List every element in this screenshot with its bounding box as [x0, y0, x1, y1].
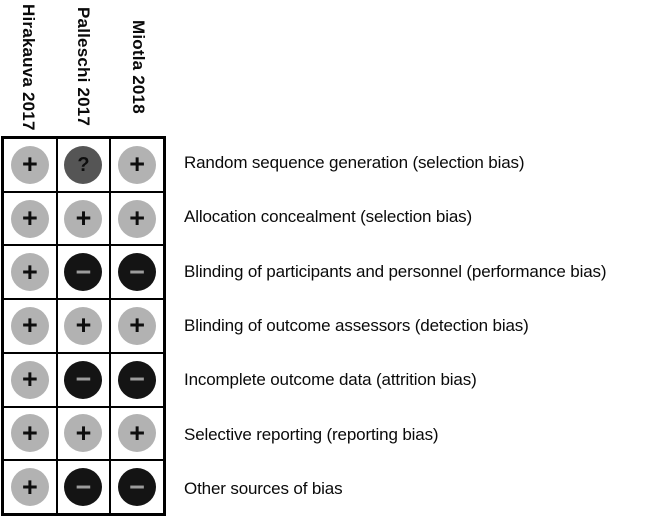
study-name: Hirakauva 2017 — [19, 3, 38, 131]
domain-label: Allocation concealment (selection bias) — [184, 207, 473, 227]
judgement-cell: − — [111, 461, 163, 513]
plus-symbol: + — [75, 417, 92, 448]
study-header-cell: Hirakauva 2017 — [1, 0, 56, 134]
judgement-cell: + — [111, 192, 163, 245]
judgement-cell: − — [57, 461, 110, 513]
judgement-cell: + — [4, 461, 56, 513]
minus-judgement-circle: − — [118, 360, 157, 399]
study-name: Palleschi 2017 — [74, 7, 93, 127]
judgement-cell: − — [111, 246, 163, 299]
plus-judgement-circle: + — [64, 199, 103, 238]
study-headers-row: Hirakauva 2017 Palleschi 2017 Miotla 2018 — [1, 0, 166, 134]
domain-label: Blinding of outcome assessors (detection… — [184, 315, 529, 335]
plus-judgement-circle: + — [118, 414, 157, 453]
study-header-cell: Miotla 2018 — [111, 0, 166, 134]
judgement-cell: + — [111, 300, 163, 352]
judgement-cell: + — [57, 300, 110, 352]
plus-judgement-circle: + — [118, 145, 157, 184]
question-symbol: ? — [77, 153, 90, 176]
plus-judgement-circle: + — [118, 306, 157, 345]
judgement-cell: + — [4, 353, 56, 406]
plus-symbol: + — [75, 310, 92, 341]
plus-judgement-circle: + — [64, 306, 103, 345]
judgement-cell: + — [4, 246, 56, 299]
minus-judgement-circle: − — [118, 468, 157, 507]
plus-symbol: + — [21, 256, 38, 287]
minus-judgement-circle: − — [64, 253, 103, 292]
judgement-cell: − — [111, 353, 163, 406]
judgement-grid: +? + + + + + − − + + + + − − + + + + − − — [1, 136, 166, 516]
domain-label: Selective reporting (reporting bias) — [184, 424, 439, 444]
minus-symbol: − — [129, 364, 146, 395]
study-header-cell: Palleschi 2017 — [56, 0, 111, 134]
judgement-cell: + — [111, 407, 163, 460]
plus-symbol: + — [129, 149, 146, 180]
plus-judgement-circle: + — [10, 360, 49, 399]
plus-symbol: + — [129, 310, 146, 341]
plus-judgement-circle: + — [64, 414, 103, 453]
judgement-cell: − — [57, 353, 110, 406]
domain-label: Blinding of participants and personnel (… — [184, 261, 607, 281]
plus-symbol: + — [21, 364, 38, 395]
plus-symbol: + — [21, 203, 38, 234]
plus-symbol: + — [129, 203, 146, 234]
judgement-cell: + — [4, 192, 56, 245]
plus-symbol: + — [21, 417, 38, 448]
judgement-cell: + — [57, 192, 110, 245]
judgement-cell: + — [4, 139, 56, 191]
minus-symbol: − — [75, 471, 92, 502]
plus-symbol: + — [129, 417, 146, 448]
minus-judgement-circle: − — [64, 468, 103, 507]
plus-symbol: + — [21, 471, 38, 502]
domain-labels-column: Random sequence generation (selection bi… — [184, 136, 649, 516]
judgement-cell: + — [4, 407, 56, 460]
minus-symbol: − — [75, 256, 92, 287]
study-name: Miotla 2018 — [129, 20, 148, 114]
minus-judgement-circle: − — [64, 360, 103, 399]
plus-judgement-circle: + — [10, 468, 49, 507]
plus-judgement-circle: + — [10, 306, 49, 345]
plus-symbol: + — [21, 149, 38, 180]
judgement-cell: + — [111, 139, 163, 191]
plus-symbol: + — [75, 203, 92, 234]
domain-label: Other sources of bias — [184, 478, 343, 498]
plus-judgement-circle: + — [10, 253, 49, 292]
plus-judgement-circle: + — [10, 145, 49, 184]
judgement-cell: + — [57, 407, 110, 460]
domain-label: Incomplete outcome data (attrition bias) — [184, 370, 477, 390]
minus-symbol: − — [75, 364, 92, 395]
judgement-cell: − — [57, 246, 110, 299]
plus-judgement-circle: + — [118, 199, 157, 238]
plus-judgement-circle: + — [10, 199, 49, 238]
plus-symbol: + — [21, 310, 38, 341]
plus-judgement-circle: + — [10, 414, 49, 453]
minus-judgement-circle: − — [118, 253, 157, 292]
judgement-cell: ? — [57, 139, 110, 191]
question-judgement-circle: ? — [64, 145, 103, 184]
judgement-cell: + — [4, 300, 56, 352]
domain-label: Random sequence generation (selection bi… — [184, 153, 525, 173]
minus-symbol: − — [129, 471, 146, 502]
minus-symbol: − — [129, 256, 146, 287]
